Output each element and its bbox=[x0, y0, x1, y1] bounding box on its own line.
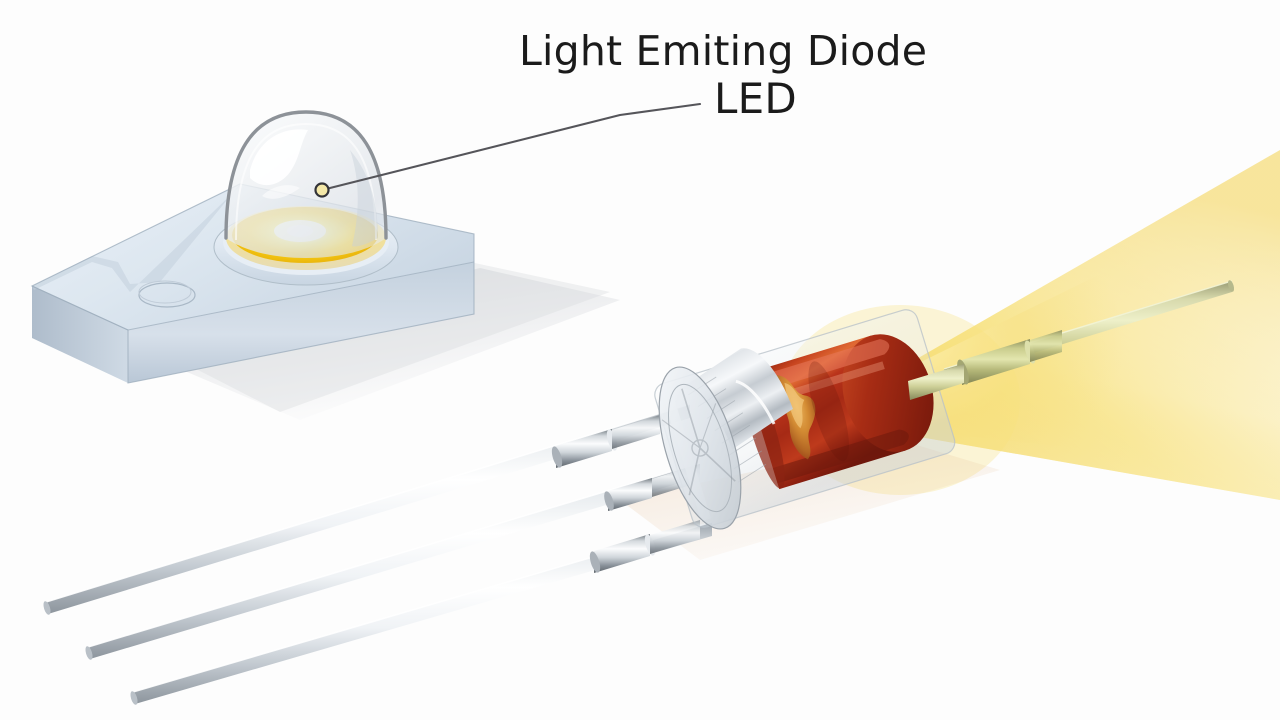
anode-collar-step bbox=[1030, 330, 1062, 362]
anode-lead bbox=[908, 280, 1235, 400]
board-left-face bbox=[32, 286, 128, 383]
board-front-face bbox=[128, 262, 474, 383]
flange-knurled-rim bbox=[680, 348, 793, 450]
flange-inner-ring bbox=[668, 383, 732, 513]
flange-highlight bbox=[735, 379, 776, 425]
led-ground-shadow bbox=[620, 440, 1000, 560]
flange-spokes bbox=[661, 388, 736, 496]
page-title: Light Emiting Diode bbox=[519, 27, 928, 75]
alignment-circle-marking bbox=[138, 282, 196, 308]
lead-2-tip bbox=[85, 646, 93, 660]
leader-marker-circle bbox=[314, 182, 330, 198]
lead-1 bbox=[43, 403, 691, 615]
lead-3-collar-step bbox=[650, 520, 700, 554]
led-body-shade bbox=[772, 429, 909, 484]
led-crystal-highlight bbox=[784, 382, 805, 429]
lead-3 bbox=[130, 520, 713, 705]
led-base-flange bbox=[658, 348, 793, 530]
lead-1-collar bbox=[556, 429, 612, 468]
dome-shading bbox=[350, 150, 378, 247]
led-leads bbox=[43, 403, 713, 705]
alignment-circle-inner bbox=[138, 280, 192, 304]
dome-highlight bbox=[250, 129, 308, 186]
ground-shadow bbox=[120, 262, 620, 420]
dome-outline bbox=[224, 110, 388, 240]
lead-1-tip bbox=[43, 601, 51, 615]
leader-line bbox=[314, 102, 702, 198]
light-beam bbox=[780, 150, 1280, 500]
abbreviation-label: LED bbox=[714, 74, 797, 123]
leader-polyline bbox=[320, 102, 702, 192]
dome-highlight-secondary bbox=[262, 185, 300, 199]
surface-mount-led bbox=[30, 110, 475, 384]
anode-collar bbox=[962, 339, 1030, 385]
led-body-tip bbox=[842, 334, 934, 452]
lead-1-collar-step bbox=[612, 415, 660, 449]
lead-3-collar bbox=[594, 534, 650, 573]
anode-rod-tip bbox=[1227, 280, 1235, 292]
board-notch bbox=[32, 184, 240, 292]
anode-rod-inner bbox=[908, 364, 964, 400]
flange-face bbox=[659, 367, 741, 529]
through-hole-led bbox=[654, 280, 1235, 530]
lead-3-tip bbox=[130, 691, 138, 705]
lead-2-collar bbox=[608, 478, 652, 511]
